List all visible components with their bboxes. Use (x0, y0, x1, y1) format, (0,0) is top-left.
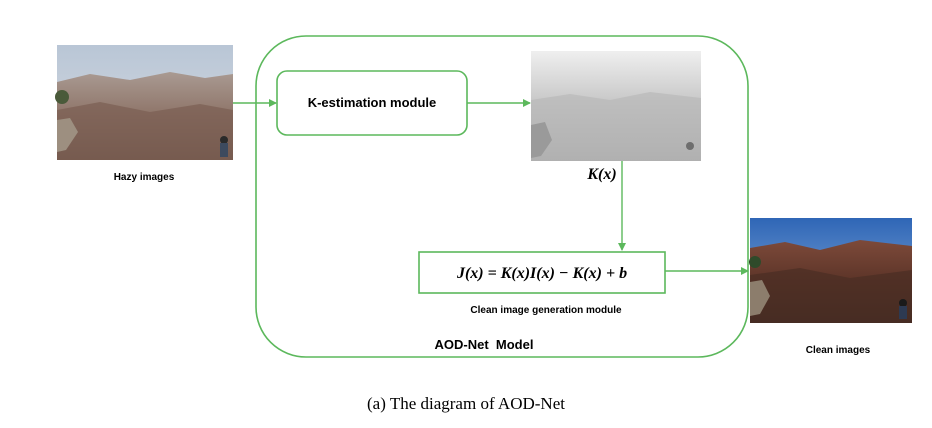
model-container (255, 35, 749, 358)
hazy-image (55, 45, 233, 160)
caption: (a) The diagram of AOD-Net (367, 394, 565, 413)
clean-image (749, 218, 912, 323)
k-map-image (531, 51, 701, 161)
model-label: AOD-Net Model (435, 337, 534, 352)
equation: J(x) = K(x)I(x) − K(x) + b (456, 265, 627, 282)
clean-images-label: Clean images (806, 345, 871, 356)
generation-module-box (418, 251, 666, 294)
hazy-images-label: Hazy images (114, 172, 175, 183)
k-estimation-module-label: K-estimation module (308, 95, 437, 110)
k-label: K(x) (586, 166, 616, 183)
generation-module-label: Clean image generation module (470, 305, 622, 316)
